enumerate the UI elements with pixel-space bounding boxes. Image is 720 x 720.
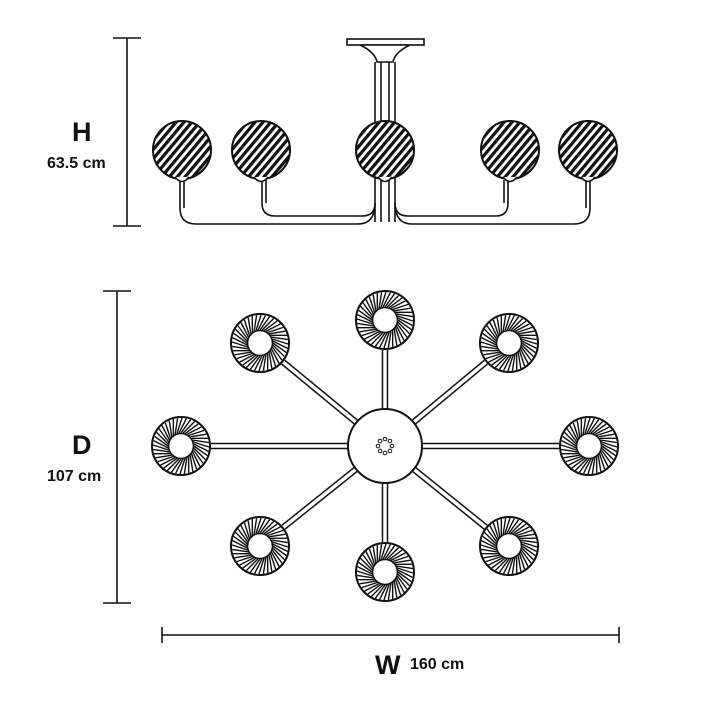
top-arm-2 <box>410 359 488 426</box>
central-hub <box>347 408 423 484</box>
depth-value: 107 cm <box>47 468 102 485</box>
depth-letter: D <box>72 430 92 460</box>
height-dimension-line <box>113 37 141 227</box>
side-globe-3 <box>355 120 415 183</box>
top-arm-5 <box>381 482 389 542</box>
top-arm-3 <box>421 442 559 450</box>
side-view <box>152 38 618 225</box>
top-arm-8 <box>281 359 360 426</box>
height-letter: H <box>72 117 92 147</box>
top-globe-5 <box>355 542 415 602</box>
width-value: 160 cm <box>410 656 465 673</box>
side-globe-2 <box>231 120 291 183</box>
side-globe-1 <box>152 120 212 183</box>
top-globe-3 <box>559 416 619 476</box>
width-dimension-line <box>161 627 620 643</box>
top-view <box>151 290 619 602</box>
side-arms <box>179 180 591 225</box>
top-globe-6 <box>230 516 290 576</box>
top-globe-1 <box>355 290 415 350</box>
width-letter: W <box>375 650 401 680</box>
top-globe-2 <box>479 313 539 373</box>
depth-dimension-line <box>103 290 131 604</box>
ceiling-canopy <box>346 38 425 63</box>
side-globe-5 <box>558 120 618 183</box>
top-arm-7 <box>211 442 349 450</box>
top-arm-6 <box>281 465 359 530</box>
top-globe-8 <box>230 313 290 373</box>
top-globe-4 <box>479 516 539 576</box>
top-arm-1 <box>381 350 389 410</box>
top-globe-7 <box>151 416 211 476</box>
side-globe-4 <box>480 120 540 183</box>
top-arm-4 <box>410 466 488 530</box>
height-value: 63.5 cm <box>47 155 106 172</box>
